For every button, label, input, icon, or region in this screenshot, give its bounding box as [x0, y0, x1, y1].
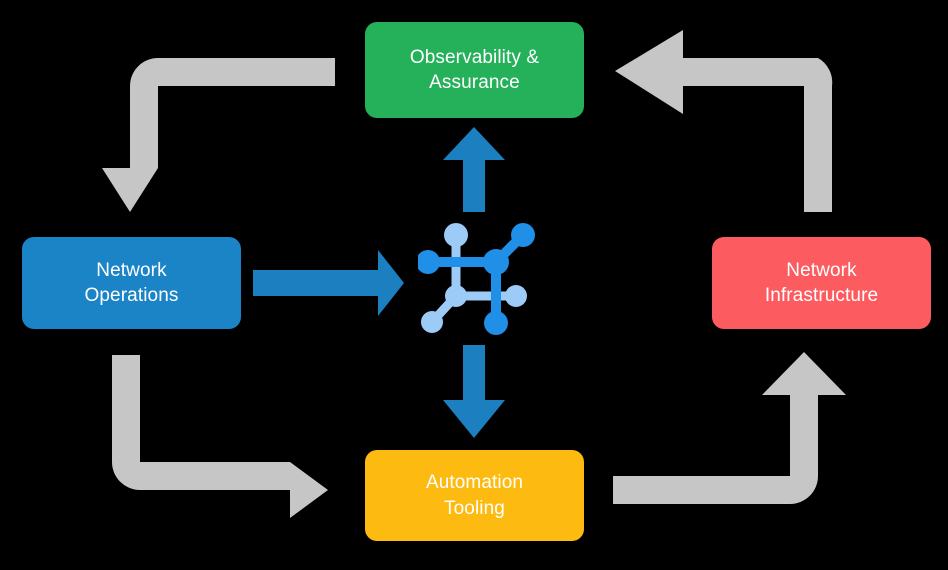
node-operations-label: Network Operations: [84, 259, 179, 306]
elbow-arrow-top-right-gray: [615, 30, 833, 212]
node-network-infrastructure[interactable]: Network Infrastructure: [712, 237, 931, 329]
elbow-arrow-bottom-right-gray: [613, 352, 846, 504]
arrow-up-blue: [443, 127, 505, 212]
elbow-arrow-top-left-gray: [102, 58, 335, 212]
network-topology-icon-svg: [416, 223, 535, 335]
node-observability-label: Observability & Assurance: [409, 46, 540, 93]
node-automation-label: Automation Tooling: [425, 472, 524, 519]
node-observability-assurance[interactable]: Observability & Assurance: [365, 22, 584, 118]
arrow-right-blue: [253, 250, 404, 316]
arrow-down-blue: [443, 345, 505, 438]
node-network-operations[interactable]: Network Operations: [22, 237, 241, 329]
topology-nodes-dark: [416, 223, 535, 335]
network-topology-icon: [416, 218, 536, 336]
node-infrastructure-label: Network Infrastructure: [764, 259, 879, 306]
elbow-arrow-bottom-left-gray: [112, 355, 328, 518]
topology-nodes-light: [421, 223, 527, 333]
node-automation-tooling[interactable]: Automation Tooling: [365, 450, 584, 541]
